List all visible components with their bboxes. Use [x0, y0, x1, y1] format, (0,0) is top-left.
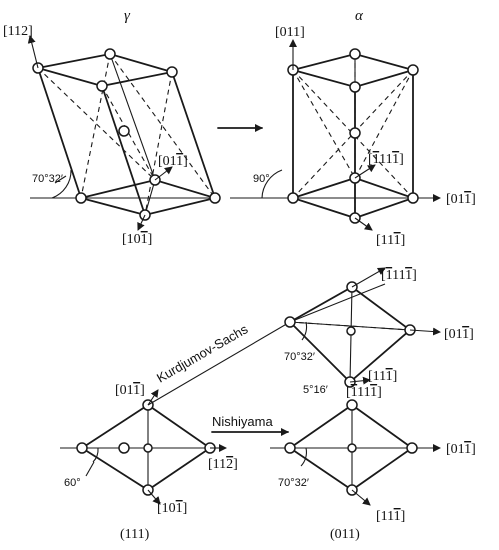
plane-111	[60, 389, 227, 505]
label-gamma-112: [112]	[3, 24, 33, 39]
angle-n-left: 60°	[64, 477, 81, 489]
label-c-11-2: [112]	[208, 457, 238, 472]
label-c-10-1: [101]	[157, 501, 187, 516]
label-alpha-11-1: [111]	[376, 233, 405, 248]
name-nishiyama: Nishiyama	[212, 414, 273, 429]
angle-n-right: 70°32′	[278, 477, 309, 489]
angle-top-left: 70°32′	[32, 173, 63, 185]
plane-label-111: (111)	[120, 527, 150, 542]
label-gamma-10-1: [101]	[122, 232, 152, 247]
plane-label-011: (011)	[330, 527, 360, 542]
label-ks-bar1-1-bar1: [1111]	[381, 268, 417, 283]
label-ks-11-1: [111]	[368, 369, 397, 384]
plane-nishiyama	[270, 399, 441, 506]
gamma-unit-cell	[27, 35, 221, 231]
label-ks-01-1: [011]	[444, 327, 474, 342]
label-ks-bar1-1-bar1-low: [1111]	[346, 385, 382, 400]
angle-top-mid: 90°	[253, 173, 270, 185]
plane-ks	[284, 267, 441, 388]
alpha-unit-cell	[230, 39, 441, 231]
label-alpha-011: [011]	[275, 25, 305, 40]
gamma-title: γ	[124, 8, 131, 24]
alpha-title: α	[355, 8, 364, 24]
label-alpha-01-1: [011]	[446, 192, 476, 207]
label-c-01-1: [011]	[115, 383, 145, 398]
label-n-01-1: [011]	[446, 442, 476, 457]
label-gamma-01-1: [011]	[158, 154, 188, 169]
label-n-11-1: [111]	[376, 509, 405, 524]
angle-ks-small: 5°16′	[303, 384, 328, 396]
angle-ks: 70°32′	[284, 351, 315, 363]
label-alpha-bar1-1-bar1: [1111]	[368, 152, 404, 167]
ks-connector	[147, 321, 291, 406]
